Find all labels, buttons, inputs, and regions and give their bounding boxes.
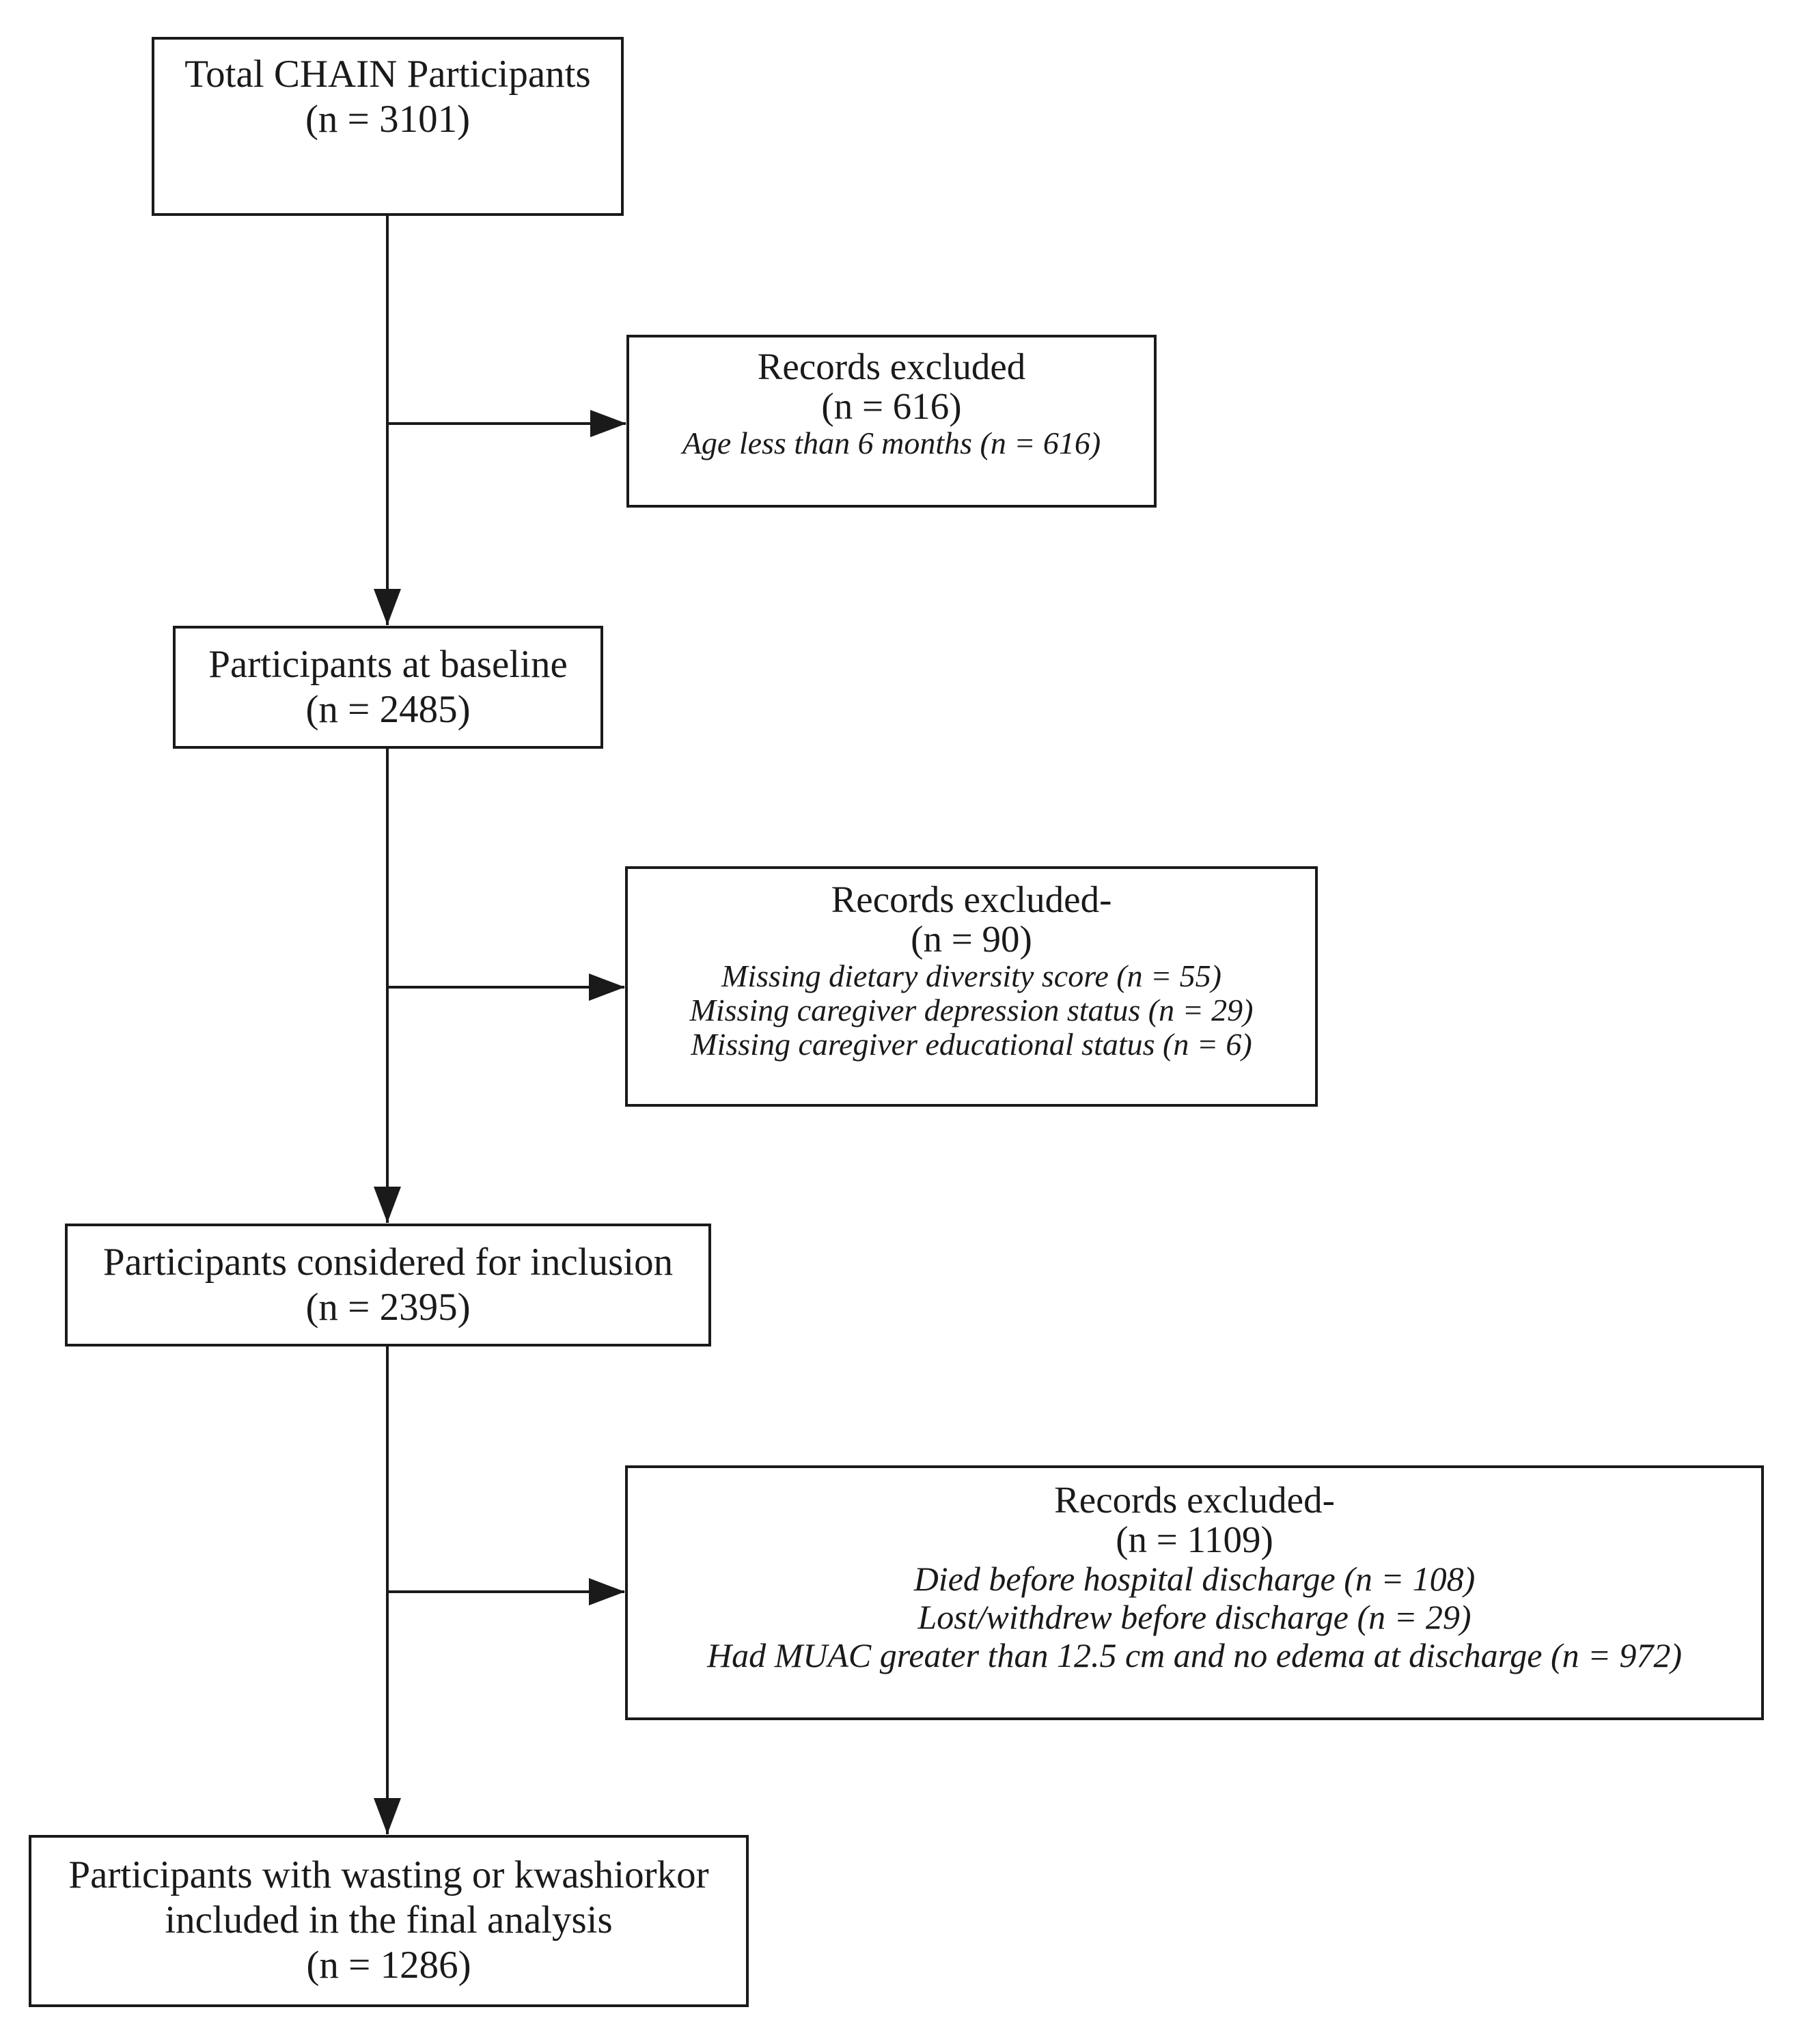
node-final-title-line1: Participants with wasting or kwashiorkor: [68, 1853, 709, 1896]
node-baseline-title: Participants at baseline: [208, 643, 568, 686]
arrow-right-excluded3: [589, 1578, 625, 1605]
node-considered-title: Participants considered for inclusion: [102, 1241, 674, 1284]
node-records-excluded-3: Records excluded- (n = 1109) Died before…: [625, 1465, 1764, 1720]
node-participants-considered: Participants considered for inclusion (n…: [65, 1224, 711, 1346]
node-considered-count: (n = 2395): [305, 1286, 471, 1329]
node-total-count: (n = 3101): [305, 98, 471, 141]
node-baseline-count: (n = 2485): [305, 688, 471, 731]
node-final-analysis: Participants with wasting or kwashiorkor…: [29, 1835, 749, 2007]
node-excluded3-reason-1: Died before hospital discharge (n = 108): [913, 1560, 1476, 1598]
arrow-right-excluded2: [589, 973, 625, 1001]
node-excluded1-count: (n = 616): [821, 385, 962, 427]
node-excluded3-title: Records excluded-: [1054, 1479, 1335, 1521]
node-excluded3-reason-3: Had MUAC greater than 12.5 cm and no ede…: [706, 1636, 1683, 1674]
node-records-excluded-1: Records excluded (n = 616) Age less than…: [626, 335, 1157, 508]
node-total-participants: Total CHAIN Participants (n = 3101): [152, 37, 624, 216]
arrow-down-considered: [374, 1187, 401, 1223]
node-records-excluded-2: Records excluded- (n = 90) Missing dieta…: [625, 866, 1318, 1107]
node-excluded1-title: Records excluded: [757, 346, 1026, 387]
arrow-down-final: [374, 1798, 401, 1834]
arrow-right-excluded1: [590, 410, 626, 437]
node-total-title: Total CHAIN Participants: [184, 53, 591, 96]
node-excluded2-reason-3: Missing caregiver educational status (n …: [691, 1027, 1252, 1062]
node-excluded3-count: (n = 1109): [1116, 1519, 1273, 1560]
node-final-title-line2: included in the final analysis: [165, 1898, 613, 1942]
node-excluded2-reason-2: Missing caregiver depression status (n =…: [689, 993, 1254, 1027]
node-final-count: (n = 1286): [306, 1944, 471, 1987]
node-excluded2-title: Records excluded-: [831, 879, 1112, 920]
arrow-down-baseline: [374, 589, 401, 625]
node-excluded2-reason-1: Missing dietary diversity score (n = 55): [721, 958, 1221, 993]
node-excluded2-count: (n = 90): [911, 918, 1032, 960]
node-excluded1-reason-1: Age less than 6 months (n = 616): [682, 426, 1101, 460]
node-participants-baseline: Participants at baseline (n = 2485): [173, 626, 603, 749]
node-excluded3-reason-2: Lost/withdrew before discharge (n = 29): [917, 1598, 1472, 1636]
